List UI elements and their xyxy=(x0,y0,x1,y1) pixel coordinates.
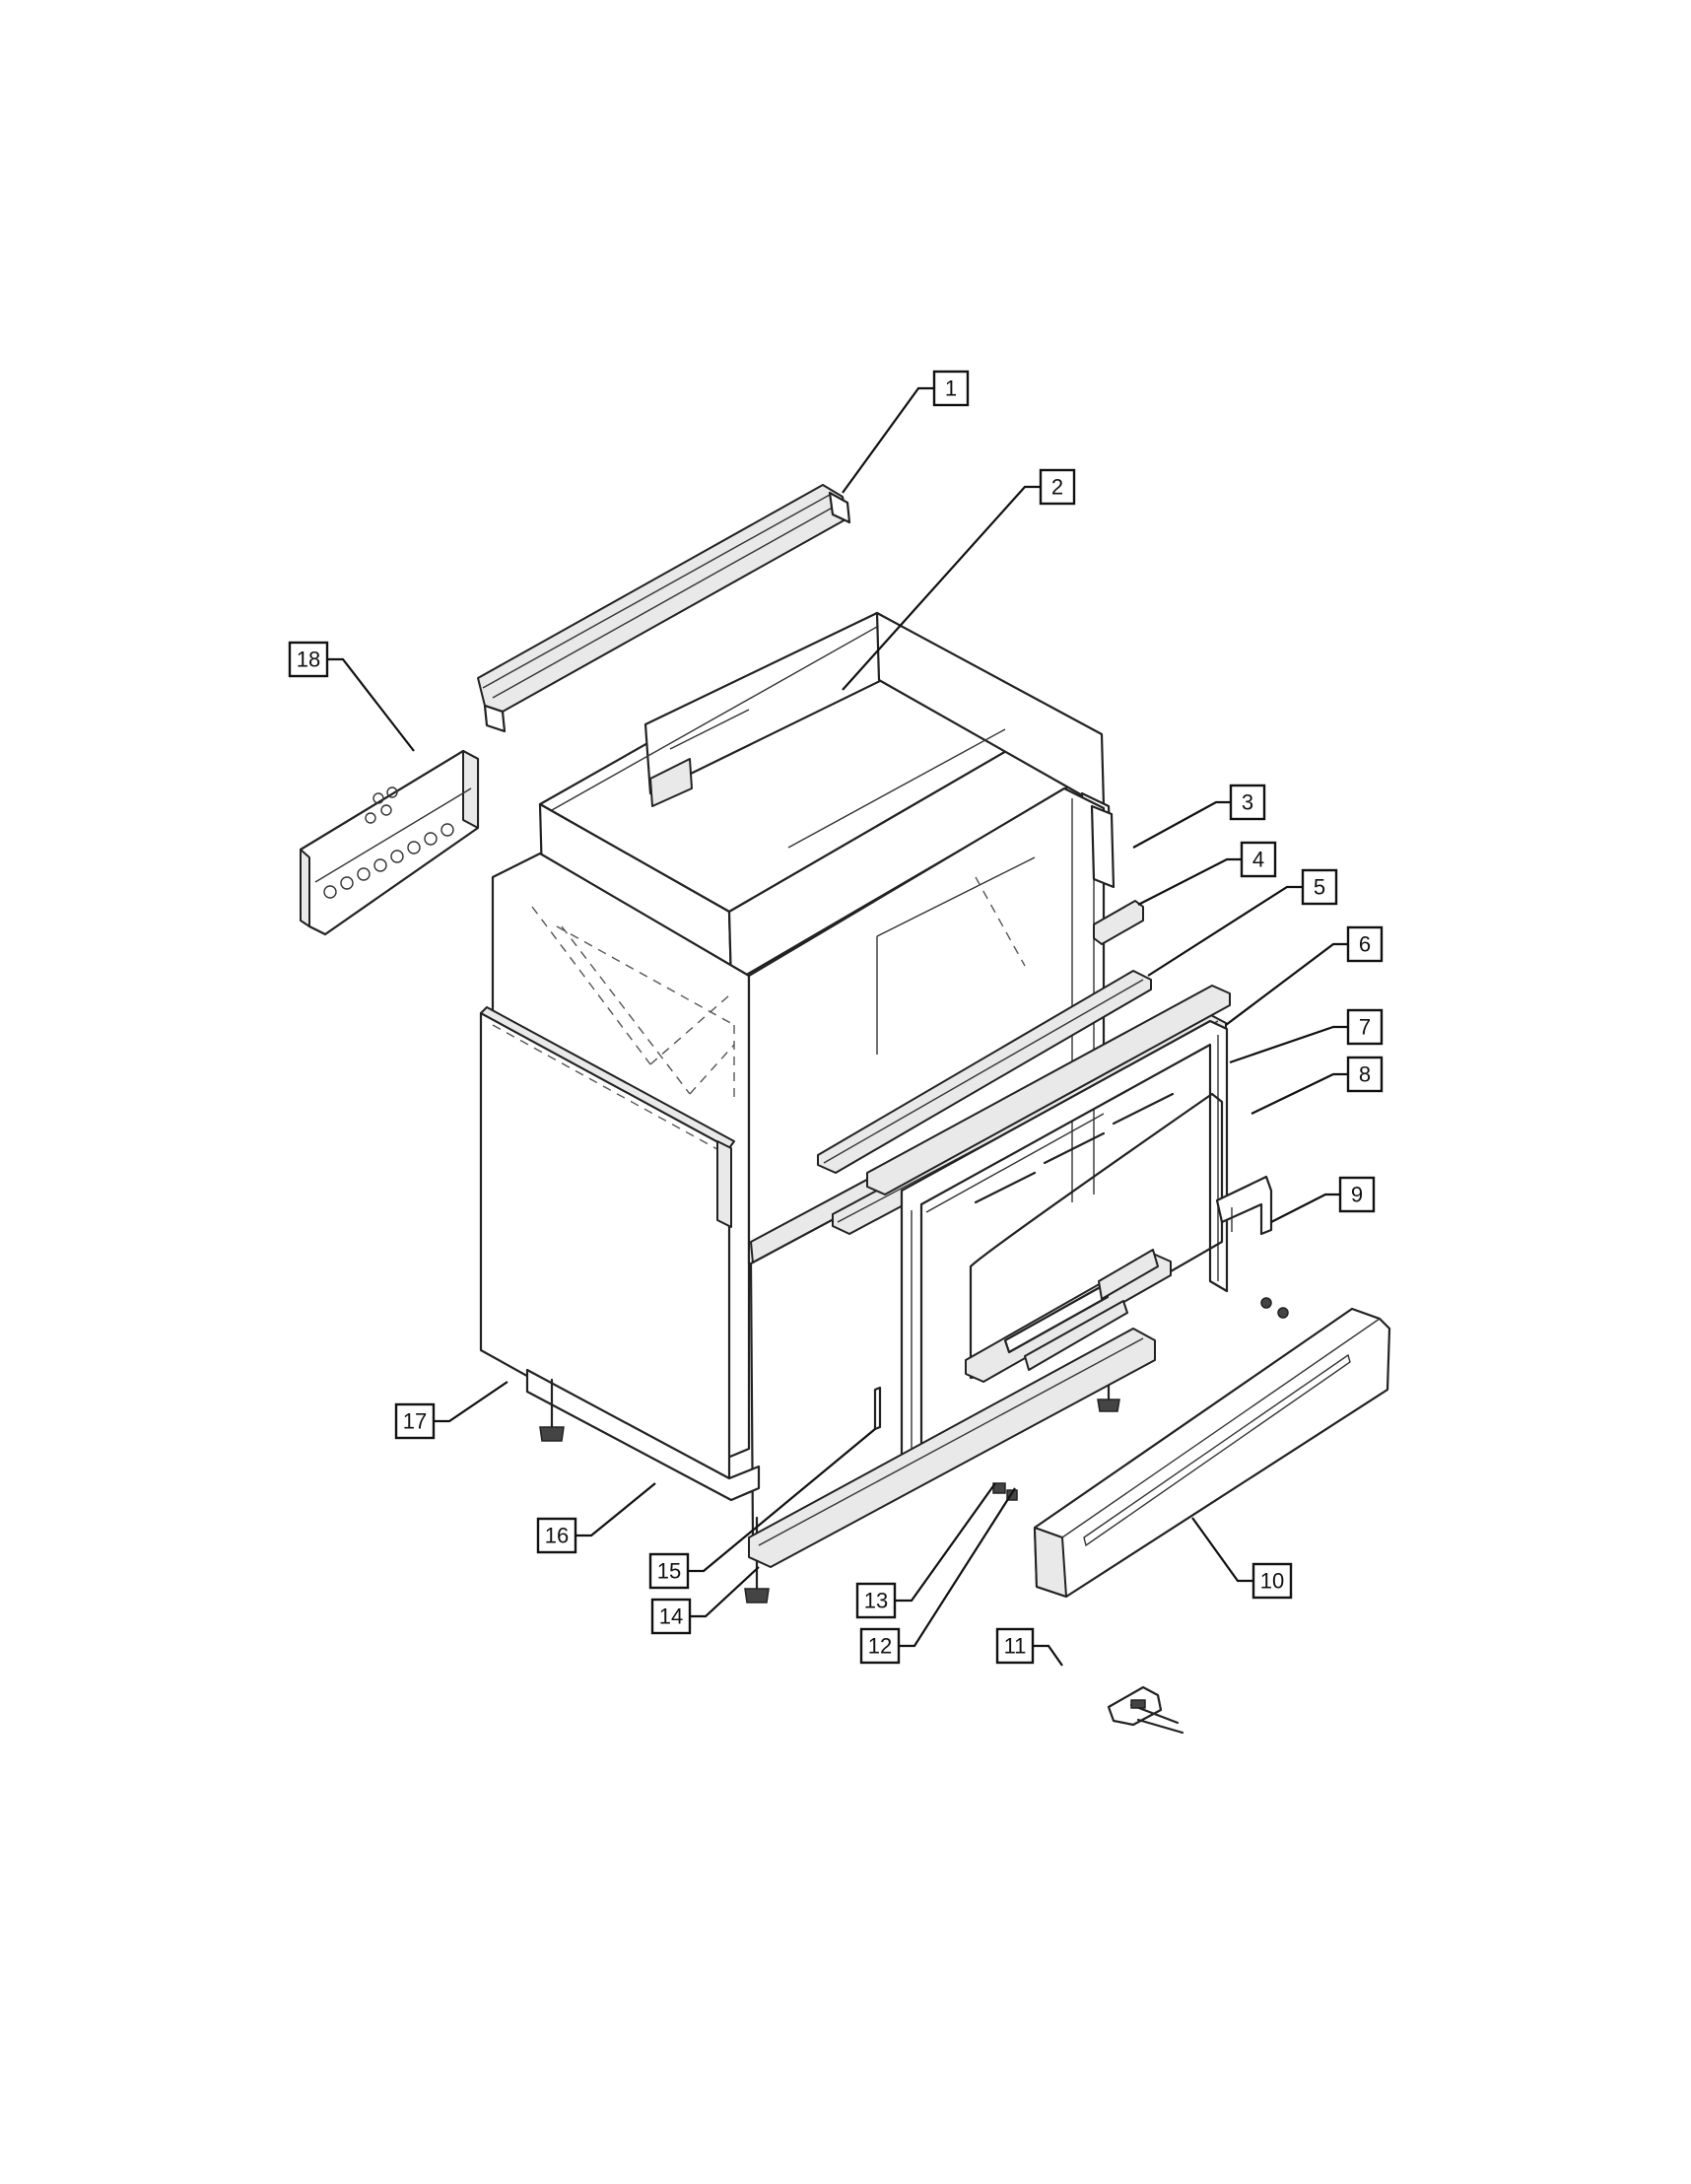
callout-label: 4 xyxy=(1252,848,1264,872)
callout-3: 3 xyxy=(1229,784,1266,821)
callout-17: 17 xyxy=(394,1402,436,1440)
callout-8: 8 xyxy=(1346,1056,1384,1093)
part-kick-plate xyxy=(748,1328,1156,1568)
callout-13: 13 xyxy=(855,1582,897,1619)
callout-label: 13 xyxy=(864,1589,888,1613)
callout-label: 7 xyxy=(1359,1015,1371,1040)
callout-label: 2 xyxy=(1051,475,1063,500)
oven-bottom-trays xyxy=(925,1113,1172,1383)
callout-label: 5 xyxy=(1314,875,1325,900)
callout-boxes: 1 2 3 4 5 6 7 8 xyxy=(288,370,1384,1665)
part-17-side-panel xyxy=(479,906,735,1490)
callout-15: 15 xyxy=(648,1552,690,1590)
callout-label: 16 xyxy=(545,1524,569,1548)
callout-18: 18 xyxy=(288,641,329,678)
callout-2: 2 xyxy=(1039,468,1076,506)
part-1-top-trim xyxy=(477,484,851,733)
hinge-screws xyxy=(1260,1297,1289,1319)
part-11-clip xyxy=(1107,1685,1184,1735)
callout-label: 11 xyxy=(1004,1634,1027,1659)
callout-11: 11 xyxy=(995,1627,1035,1665)
callout-label: 12 xyxy=(868,1634,892,1659)
callout-label: 1 xyxy=(945,376,957,401)
control-knobs xyxy=(323,786,454,899)
callout-label: 6 xyxy=(1359,932,1371,957)
part-4-bracket xyxy=(1093,900,1144,945)
callout-label: 3 xyxy=(1242,790,1253,815)
callout-label: 8 xyxy=(1359,1062,1371,1087)
callout-label: 9 xyxy=(1351,1183,1363,1207)
part-18-control-panel xyxy=(299,749,480,936)
part-5-rail xyxy=(817,970,1152,1174)
callout-label: 17 xyxy=(403,1409,427,1434)
callout-12: 12 xyxy=(859,1627,901,1665)
callout-16: 16 xyxy=(536,1517,577,1554)
callout-label: 14 xyxy=(659,1604,683,1629)
part-10-oven-door xyxy=(1033,1307,1391,1599)
callout-14: 14 xyxy=(650,1598,692,1635)
callout-9: 9 xyxy=(1338,1176,1376,1213)
callout-7: 7 xyxy=(1346,1008,1384,1046)
part-15-handle xyxy=(873,1386,882,1431)
part-2-upper-box xyxy=(538,611,1114,986)
callout-6: 6 xyxy=(1346,925,1384,963)
part-3-back-panel-edge xyxy=(1090,804,1116,889)
part-9-hinge xyxy=(1215,1175,1273,1236)
callout-5: 5 xyxy=(1301,868,1338,906)
callout-1: 1 xyxy=(932,370,970,407)
callout-leaders xyxy=(327,386,1348,1667)
callout-label: 10 xyxy=(1260,1569,1284,1594)
callout-10: 10 xyxy=(1251,1562,1293,1600)
callout-4: 4 xyxy=(1240,841,1277,878)
callout-label: 18 xyxy=(297,648,320,672)
callout-label: 15 xyxy=(657,1559,681,1584)
